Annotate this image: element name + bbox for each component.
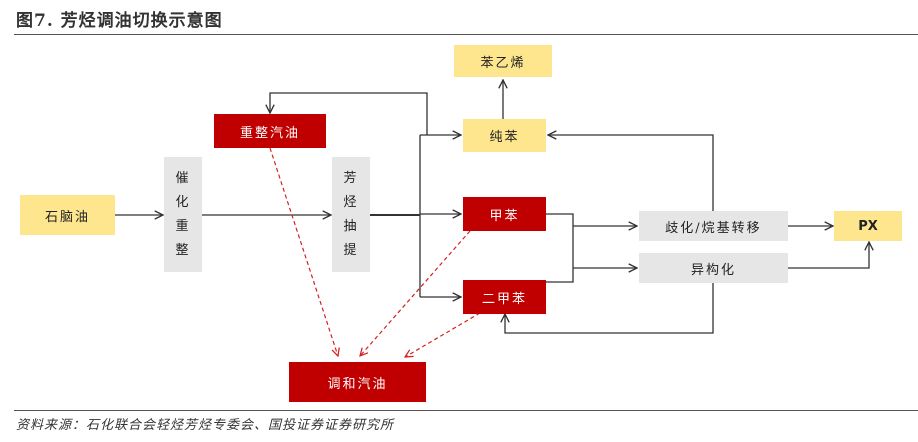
edge-isom-px — [788, 242, 869, 269]
top-divider — [14, 34, 918, 35]
dashed-reformate-blend — [269, 147, 338, 356]
edge-isom-xylene — [505, 283, 714, 334]
dashed-toluene-blend — [360, 230, 471, 356]
bottom-divider — [14, 410, 918, 411]
node-label-char: 提 — [343, 242, 359, 258]
node-styrene: 苯乙烯 — [454, 45, 552, 77]
dashed-xylene-blend — [405, 312, 481, 357]
node-label-char: 抽 — [343, 218, 359, 234]
node-label-char: 催 — [175, 170, 191, 186]
node-reformate-gasoline: 重整汽油 — [214, 114, 326, 148]
edge-benzene-to-reformate — [270, 92, 428, 135]
edge-tol-xyl-merge — [546, 213, 574, 283]
node-px: PX — [834, 211, 902, 241]
node-label-char: 烃 — [343, 194, 359, 210]
edge-disprop-benzene — [548, 135, 714, 211]
node-label-char: 化 — [175, 194, 191, 210]
node-disproportionation: 歧化/烷基转移 — [639, 211, 788, 241]
node-benzene: 纯苯 — [463, 119, 546, 152]
node-label-char: 重 — [175, 218, 191, 234]
node-naphtha: 石脑油 — [20, 195, 115, 235]
node-toluene: 甲苯 — [463, 197, 546, 231]
source-note: 资料来源：石化联合会轻烃芳烃专委会、国投证券证券研究所 — [16, 418, 395, 433]
figure-title: 图7. 芳烃调油切换示意图 — [16, 11, 223, 31]
node-label-char: 芳 — [343, 170, 359, 186]
node-isomerization: 异构化 — [639, 253, 788, 283]
node-aromatics-extraction: 芳 烃 抽 提 — [332, 157, 370, 272]
node-xylene: 二甲苯 — [463, 280, 546, 314]
node-blended-gasoline: 调和汽油 — [289, 362, 426, 402]
node-catalytic-reforming: 催 化 重 整 — [164, 157, 202, 272]
node-label-char: 整 — [175, 242, 191, 258]
